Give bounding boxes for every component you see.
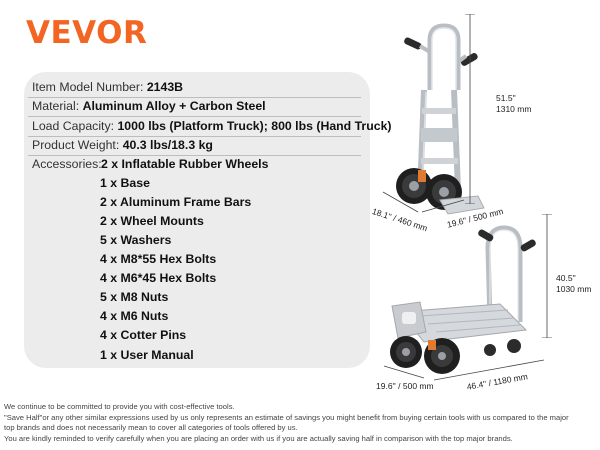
divider [28,97,361,98]
spec-label: Item Model Number: [32,80,144,94]
spec-label: Product Weight: [32,138,120,152]
hand-truck-height-mm: 1310 mm [496,104,532,114]
footer-disclaimer-line: You are kindly reminded to verify carefu… [4,434,513,443]
platform-truck-width: 19.6'' / 500 mm [376,381,434,391]
platform-truck-image [390,225,536,374]
divider [28,155,361,156]
depth-width-dimension-lines [382,191,465,213]
hand-truck-height: 51.5'' [496,93,516,103]
accessory-item: 1 x User Manual [100,348,194,362]
spec-label: Load Capacity: [32,119,115,133]
accessory-item: 1 x Base [100,176,150,190]
spec-model-number: Item Model Number: 2143B [32,78,183,97]
accessory-item: 4 x M8*55 Hex Bolts [100,252,217,266]
spec-material: Material: Aluminum Alloy + Carbon Steel [32,97,266,116]
height-dimension-line [465,14,475,204]
footer-disclaimer-line: We continue to be committed to provide y… [4,402,235,411]
spec-value: 1000 lbs (Platform Truck); 800 lbs (Hand… [117,119,392,133]
platform-height-dimension-line [542,214,552,338]
accessory-item: 4 x M6*45 Hex Bolts [100,271,217,285]
spec-value: 2143B [146,80,184,94]
platform-length-dimension-lines [383,359,545,381]
hand-truck-image [396,23,485,215]
footer-disclaimer-line: "Save Half"or any other similar expressi… [4,413,569,422]
platform-truck-height-mm: 1030 mm [556,284,592,294]
footer-disclaimer-line: top brands and does not necessarily mean… [4,423,298,432]
spec-load-capacity: Load Capacity: 1000 lbs (Platform Truck)… [32,117,392,136]
spec-value: 40.3 lbs/18.3 kg [122,138,213,152]
spec-value: Aluminum Alloy + Carbon Steel [82,99,266,113]
accessory-item: 5 x M8 Nuts [100,290,169,304]
divider [28,136,361,137]
spec-panel [24,72,370,368]
spec-label: Material: [32,99,80,113]
spec-accessories-label: Accessories: [32,155,102,174]
accessory-item: 5 x Washers [100,233,172,247]
divider [28,116,361,117]
spec-label: Accessories: [32,157,102,171]
accessory-item: 2 x Inflatable Rubber Wheels [101,157,269,171]
spec-product-weight: Product Weight: 40.3 lbs/18.3 kg [32,136,213,155]
accessory-item: 4 x Cotter Pins [100,328,187,342]
accessory-item: 2 x Aluminum Frame Bars [100,195,252,209]
accessory-item: 4 x M6 Nuts [100,309,169,323]
platform-truck-height: 40.5'' [556,273,576,283]
vevor-logo: VEVOR [26,15,148,51]
accessory-item: 2 x Wheel Mounts [100,214,204,228]
